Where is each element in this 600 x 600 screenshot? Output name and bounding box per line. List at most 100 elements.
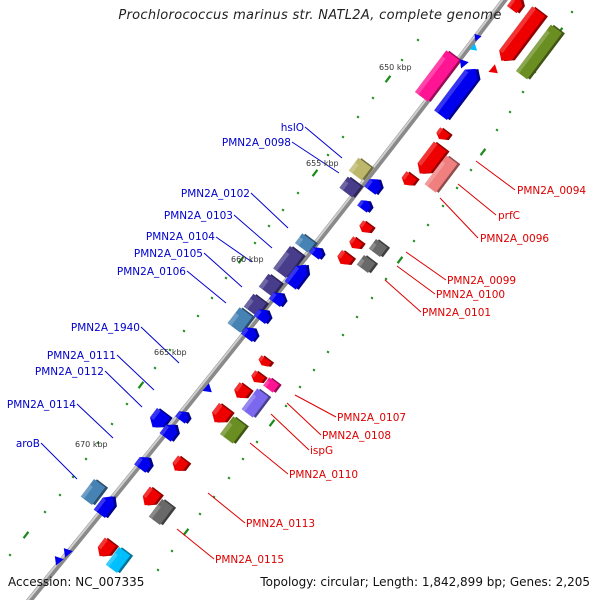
gene-pmn2a-0106[interactable] <box>227 306 256 334</box>
gene-blue-0112b[interactable] <box>175 407 194 425</box>
leader-line <box>475 160 516 191</box>
gene-blue-650[interactable] <box>434 63 485 122</box>
gene-label-pmn2a-0096[interactable]: PMN2A_0096 <box>480 233 549 245</box>
gene-red-0113a[interactable] <box>170 454 192 476</box>
gene-label-pmn2a-0099[interactable]: PMN2A_0099 <box>447 275 516 287</box>
gene-labels: hslO PMN2A_0098 PMN2A_0102 PMN2A_0103 PM… <box>7 122 586 566</box>
tick-mark <box>237 256 245 264</box>
gene-blue-small-c[interactable] <box>60 545 73 558</box>
gene-top-red-small[interactable] <box>506 0 528 15</box>
gene-pmn2a-0104[interactable] <box>258 273 285 298</box>
gene-top-red-1[interactable] <box>495 5 548 67</box>
leader-line <box>439 197 479 239</box>
gene-pink-650[interactable] <box>414 49 462 103</box>
gene-label-pmn2a-0102[interactable]: PMN2A_0102 <box>181 188 250 200</box>
tick-mark <box>479 148 487 156</box>
tick-mark <box>356 115 360 119</box>
gene-blue-0098b[interactable] <box>357 196 376 214</box>
gene-blue-0111[interactable] <box>146 407 173 434</box>
gene-red-0099c[interactable] <box>335 249 357 270</box>
gene-highlight <box>142 486 153 499</box>
gene-blue-0114[interactable] <box>134 452 157 474</box>
gene-gray-0100[interactable] <box>356 254 379 275</box>
gene-track <box>51 0 565 575</box>
gene-label-pmn2a-1940[interactable]: PMN2A_1940 <box>71 322 140 334</box>
gene-cyan-0115[interactable] <box>105 546 134 575</box>
gene-blue-1940[interactable] <box>202 383 215 396</box>
gene-blue-0104[interactable] <box>268 288 290 309</box>
gene-label-pmn2a-0112[interactable]: PMN2A_0112 <box>35 366 104 378</box>
gene-label-prfc[interactable]: prfC <box>498 210 520 222</box>
gene-label-pmn2a-0115[interactable]: PMN2A_0115 <box>215 554 284 566</box>
gene-label-pmn2a-0100[interactable]: PMN2A_0100 <box>436 289 505 301</box>
gene-pmn2a-0103[interactable] <box>273 245 306 280</box>
gene-highlight <box>263 380 270 388</box>
gene-body <box>434 68 478 120</box>
gene-red-0113b[interactable] <box>139 485 164 511</box>
gene-red-0107b[interactable] <box>249 369 268 387</box>
gene-blue-small-d[interactable] <box>51 553 64 566</box>
gene-label-pmn2a-0106[interactable]: PMN2A_0106 <box>117 266 186 278</box>
gene-ispG[interactable] <box>241 387 272 419</box>
gene-red-0109[interactable] <box>208 402 235 429</box>
gene-label-pmn2a-0103[interactable]: PMN2A_0103 <box>164 210 233 222</box>
gene-top-olive[interactable] <box>515 23 565 80</box>
gene-red-0108[interactable] <box>231 381 254 403</box>
genome-title: Prochlorococcus marinus str. NATL2A, com… <box>118 8 502 23</box>
gene-label-pmn2a-0110[interactable]: PMN2A_0110 <box>289 469 358 481</box>
gene-label-pmn2a-0094[interactable]: PMN2A_0094 <box>517 185 586 197</box>
gene-label-arob[interactable]: aroB <box>16 438 40 450</box>
tick-mark <box>326 153 330 157</box>
gene-steel-arob[interactable] <box>80 478 109 507</box>
gene-blue-0105[interactable] <box>253 305 275 326</box>
gene-cyan-small[interactable] <box>469 43 480 53</box>
gene-pink-0107[interactable] <box>263 376 282 394</box>
gene-red-0094-big[interactable] <box>413 140 450 179</box>
gene-red-small-650[interactable] <box>488 64 501 77</box>
gene-hslO[interactable] <box>348 157 375 182</box>
gene-label-pmn2a-0108[interactable]: PMN2A_0108 <box>322 430 391 442</box>
gene-red-0094-small[interactable] <box>434 126 453 144</box>
gene-red-0115[interactable] <box>94 536 119 562</box>
leader-line <box>116 354 155 391</box>
gene-label-hslo[interactable]: hslO <box>281 122 304 134</box>
gene-highlight <box>273 251 290 272</box>
gene-highlight <box>97 537 108 550</box>
gene-blue-small-b[interactable] <box>456 56 469 69</box>
gene-blue-0106[interactable] <box>240 323 262 344</box>
gene-blue-0103[interactable] <box>284 259 315 291</box>
tick-mark <box>396 256 404 264</box>
gene-label-pmn2a-0114[interactable]: PMN2A_0114 <box>7 399 76 411</box>
gene-label-pmn2a-0107[interactable]: PMN2A_0107 <box>337 412 406 424</box>
gene-blue-0102[interactable] <box>309 243 328 261</box>
gene-red-0099b[interactable] <box>347 235 366 253</box>
gene-highlight <box>211 402 223 416</box>
tick-mark <box>469 168 473 172</box>
gene-blue-arob[interactable] <box>93 491 121 520</box>
gene-label-pmn2a-0111[interactable]: PMN2A_0111 <box>47 350 116 362</box>
gene-label-pmn2a-0098[interactable]: PMN2A_0098 <box>222 137 291 149</box>
gene-highlight <box>436 127 443 135</box>
gene-label-ispg[interactable]: ispG <box>310 445 333 457</box>
gene-label-pmn2a-0104[interactable]: PMN2A_0104 <box>146 231 215 243</box>
gene-blue-0098a[interactable] <box>364 174 387 196</box>
gene-olive-0110[interactable] <box>219 415 249 445</box>
gene-highlight <box>253 309 262 318</box>
gene-label-pmn2a-0113[interactable]: PMN2A_0113 <box>246 518 315 530</box>
gene-pmn2a-0098[interactable] <box>339 175 364 199</box>
tick-mark <box>182 528 190 536</box>
gene-highlight <box>227 312 239 326</box>
gene-gray-0113[interactable] <box>148 498 177 527</box>
gene-blue-0112a[interactable] <box>159 419 184 443</box>
gene-red-0096[interactable] <box>399 170 420 190</box>
gene-red-0099a[interactable] <box>357 219 376 237</box>
gene-label-pmn2a-0101[interactable]: PMN2A_0101 <box>422 307 491 319</box>
gene-prfC[interactable] <box>424 154 461 194</box>
leader-line <box>384 279 422 313</box>
gene-label-pmn2a-0105[interactable]: PMN2A_0105 <box>134 248 203 260</box>
gene-body <box>148 499 174 525</box>
gene-gray-0099[interactable] <box>368 238 391 259</box>
leader-line <box>233 214 273 249</box>
gene-red-0107a[interactable] <box>257 354 275 370</box>
gene-blue-small-a[interactable] <box>471 31 482 42</box>
